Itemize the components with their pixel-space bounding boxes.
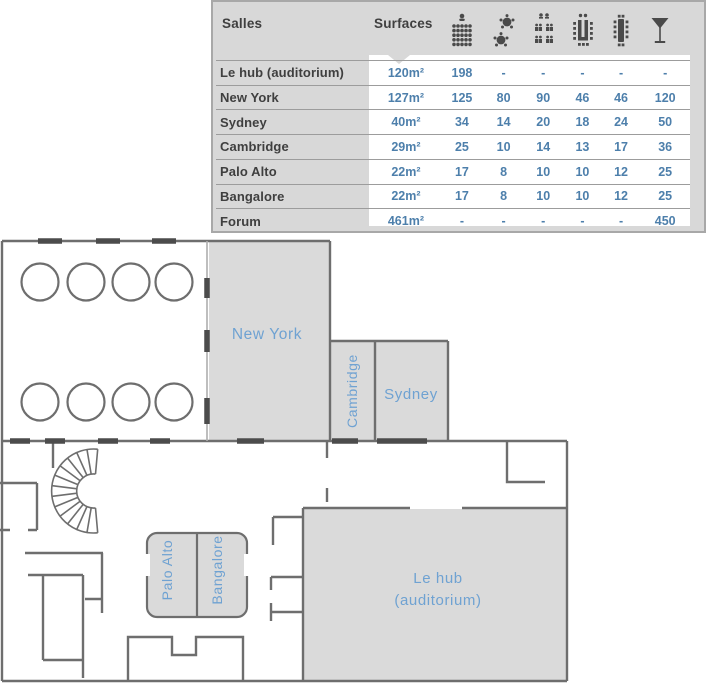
- capacity-cell: 17: [454, 189, 469, 204]
- label-le-hub-2: (auditorium): [394, 592, 481, 609]
- label-palo-alto: Palo Alto: [159, 540, 175, 601]
- capacity-cell: -: [459, 214, 465, 229]
- u-shape-seating-icon: [570, 10, 596, 52]
- room-name-cell: Palo Alto: [220, 164, 277, 180]
- capacity-cell: 14: [536, 139, 551, 154]
- capacity-cell: 120: [654, 90, 676, 105]
- label-le-hub-1: Le hub: [413, 570, 462, 587]
- capacity-cell: 36: [658, 139, 673, 154]
- capacity-cell: -: [580, 65, 585, 80]
- capacity-cell: -: [580, 214, 585, 229]
- table-row: New York 127m² 125 80 90 46 46 120: [216, 84, 690, 110]
- capacity-cell: 10: [496, 139, 511, 154]
- capacity-cell: 8: [500, 164, 508, 179]
- capacity-cell: 8: [500, 189, 508, 204]
- room-name-cell: New York: [220, 90, 279, 106]
- capacity-cell: -: [541, 65, 546, 80]
- classroom-seating-icon: [531, 10, 557, 52]
- capacity-cell: 25: [658, 164, 673, 179]
- capacity-cell: 25: [658, 189, 673, 204]
- capacity-cell: -: [663, 65, 668, 80]
- capacity-cell: 17: [454, 164, 469, 179]
- table-row: Bangalore 22m² 17 8 10 10 12 25: [216, 183, 690, 209]
- capacity-cell: 12: [614, 164, 629, 179]
- capacity-cell: 18: [575, 115, 590, 130]
- table-row: Le hub (auditorium) 120m² 198 - - - - -: [216, 60, 690, 85]
- table-row: Cambridge 29m² 25 10 14 13 17 36: [216, 134, 690, 159]
- banquet-tables-icon: [491, 10, 517, 52]
- table-row: Sydney 40m² 34 14 20 18 24 50: [216, 109, 690, 134]
- capacity-cell: 13: [575, 139, 590, 154]
- theater-seating-icon: [449, 10, 475, 52]
- capacity-cell: 125: [451, 90, 473, 105]
- spiral-staircase: [50, 448, 99, 534]
- room-name-cell: Bangalore: [220, 188, 285, 204]
- capacity-cell: 80: [496, 90, 511, 105]
- room-palo-bangalore: [144, 531, 250, 619]
- table-rows: Le hub (auditorium) 120m² 198 - - - - - …: [216, 60, 690, 233]
- capacity-cell: 25: [454, 139, 469, 154]
- capacity-cell: 46: [575, 90, 590, 105]
- capacity-cell: 90: [536, 90, 551, 105]
- surface-cell: 127m²: [387, 90, 424, 105]
- room-name-cell: Cambridge: [220, 139, 289, 155]
- table-row: Palo Alto 22m² 17 8 10 10 12 25: [216, 158, 690, 184]
- capacity-cell: 20: [536, 115, 551, 130]
- capacity-cell: -: [618, 65, 624, 80]
- floor-plan: New York Cambridge Sydney Palo Alto Bang…: [0, 238, 569, 683]
- capacity-cell: 50: [658, 115, 673, 130]
- surface-cell: 40m²: [391, 115, 421, 130]
- room-le-hub: [304, 509, 566, 680]
- capacity-cell: -: [618, 214, 624, 229]
- table-values-area: [369, 55, 690, 226]
- capacity-cell: 12: [614, 189, 629, 204]
- surface-cell: 22m²: [391, 164, 421, 179]
- walls: [0, 239, 569, 683]
- capacity-cell: 34: [454, 115, 469, 130]
- salles-header: Salles: [222, 16, 263, 31]
- room-cambridge: [331, 342, 374, 440]
- surface-cell: 461m²: [387, 214, 424, 229]
- capacity-cell: 17: [614, 139, 629, 154]
- room-new-york: [209, 242, 329, 440]
- capacity-cell: 10: [575, 189, 590, 204]
- capacity-cell: 10: [536, 189, 551, 204]
- capacity-cell: -: [541, 214, 546, 229]
- table-row: Forum 461m² - - - - - 450: [216, 208, 690, 233]
- capacity-cell: 10: [575, 164, 590, 179]
- capacity-cell: -: [501, 214, 506, 229]
- surface-cell: 29m²: [391, 139, 421, 154]
- cocktail-glass-icon: [647, 10, 673, 52]
- label-cambridge: Cambridge: [344, 354, 360, 428]
- capacity-cell: 198: [451, 65, 473, 80]
- room-name-cell: Forum: [220, 213, 261, 229]
- surface-cell: 120m²: [387, 65, 424, 80]
- room-name-cell: Le hub (auditorium): [220, 65, 344, 81]
- surface-cell: 22m²: [391, 189, 421, 204]
- room-name-cell: Sydney: [220, 114, 267, 130]
- callout-notch: [388, 55, 410, 64]
- surfaces-header: Surfaces: [374, 16, 433, 31]
- capacity-cell: 14: [496, 115, 511, 130]
- capacity-cell: 24: [614, 115, 629, 130]
- round-tables: [20, 262, 194, 422]
- capacity-table-panel: Salles Surfaces: [211, 0, 706, 233]
- capacity-cell: -: [501, 65, 506, 80]
- wall-dashes: [10, 238, 427, 444]
- capacity-cell: 46: [614, 90, 629, 105]
- label-bangalore: Bangalore: [209, 535, 225, 604]
- label-sydney: Sydney: [384, 386, 438, 403]
- capacity-cell: 10: [536, 164, 551, 179]
- capacity-cell: 450: [654, 214, 676, 229]
- label-new-york: New York: [232, 326, 302, 343]
- room-sydney: [376, 342, 447, 440]
- boardroom-table-icon: [608, 10, 634, 52]
- spiral-stair-steps: [52, 449, 92, 533]
